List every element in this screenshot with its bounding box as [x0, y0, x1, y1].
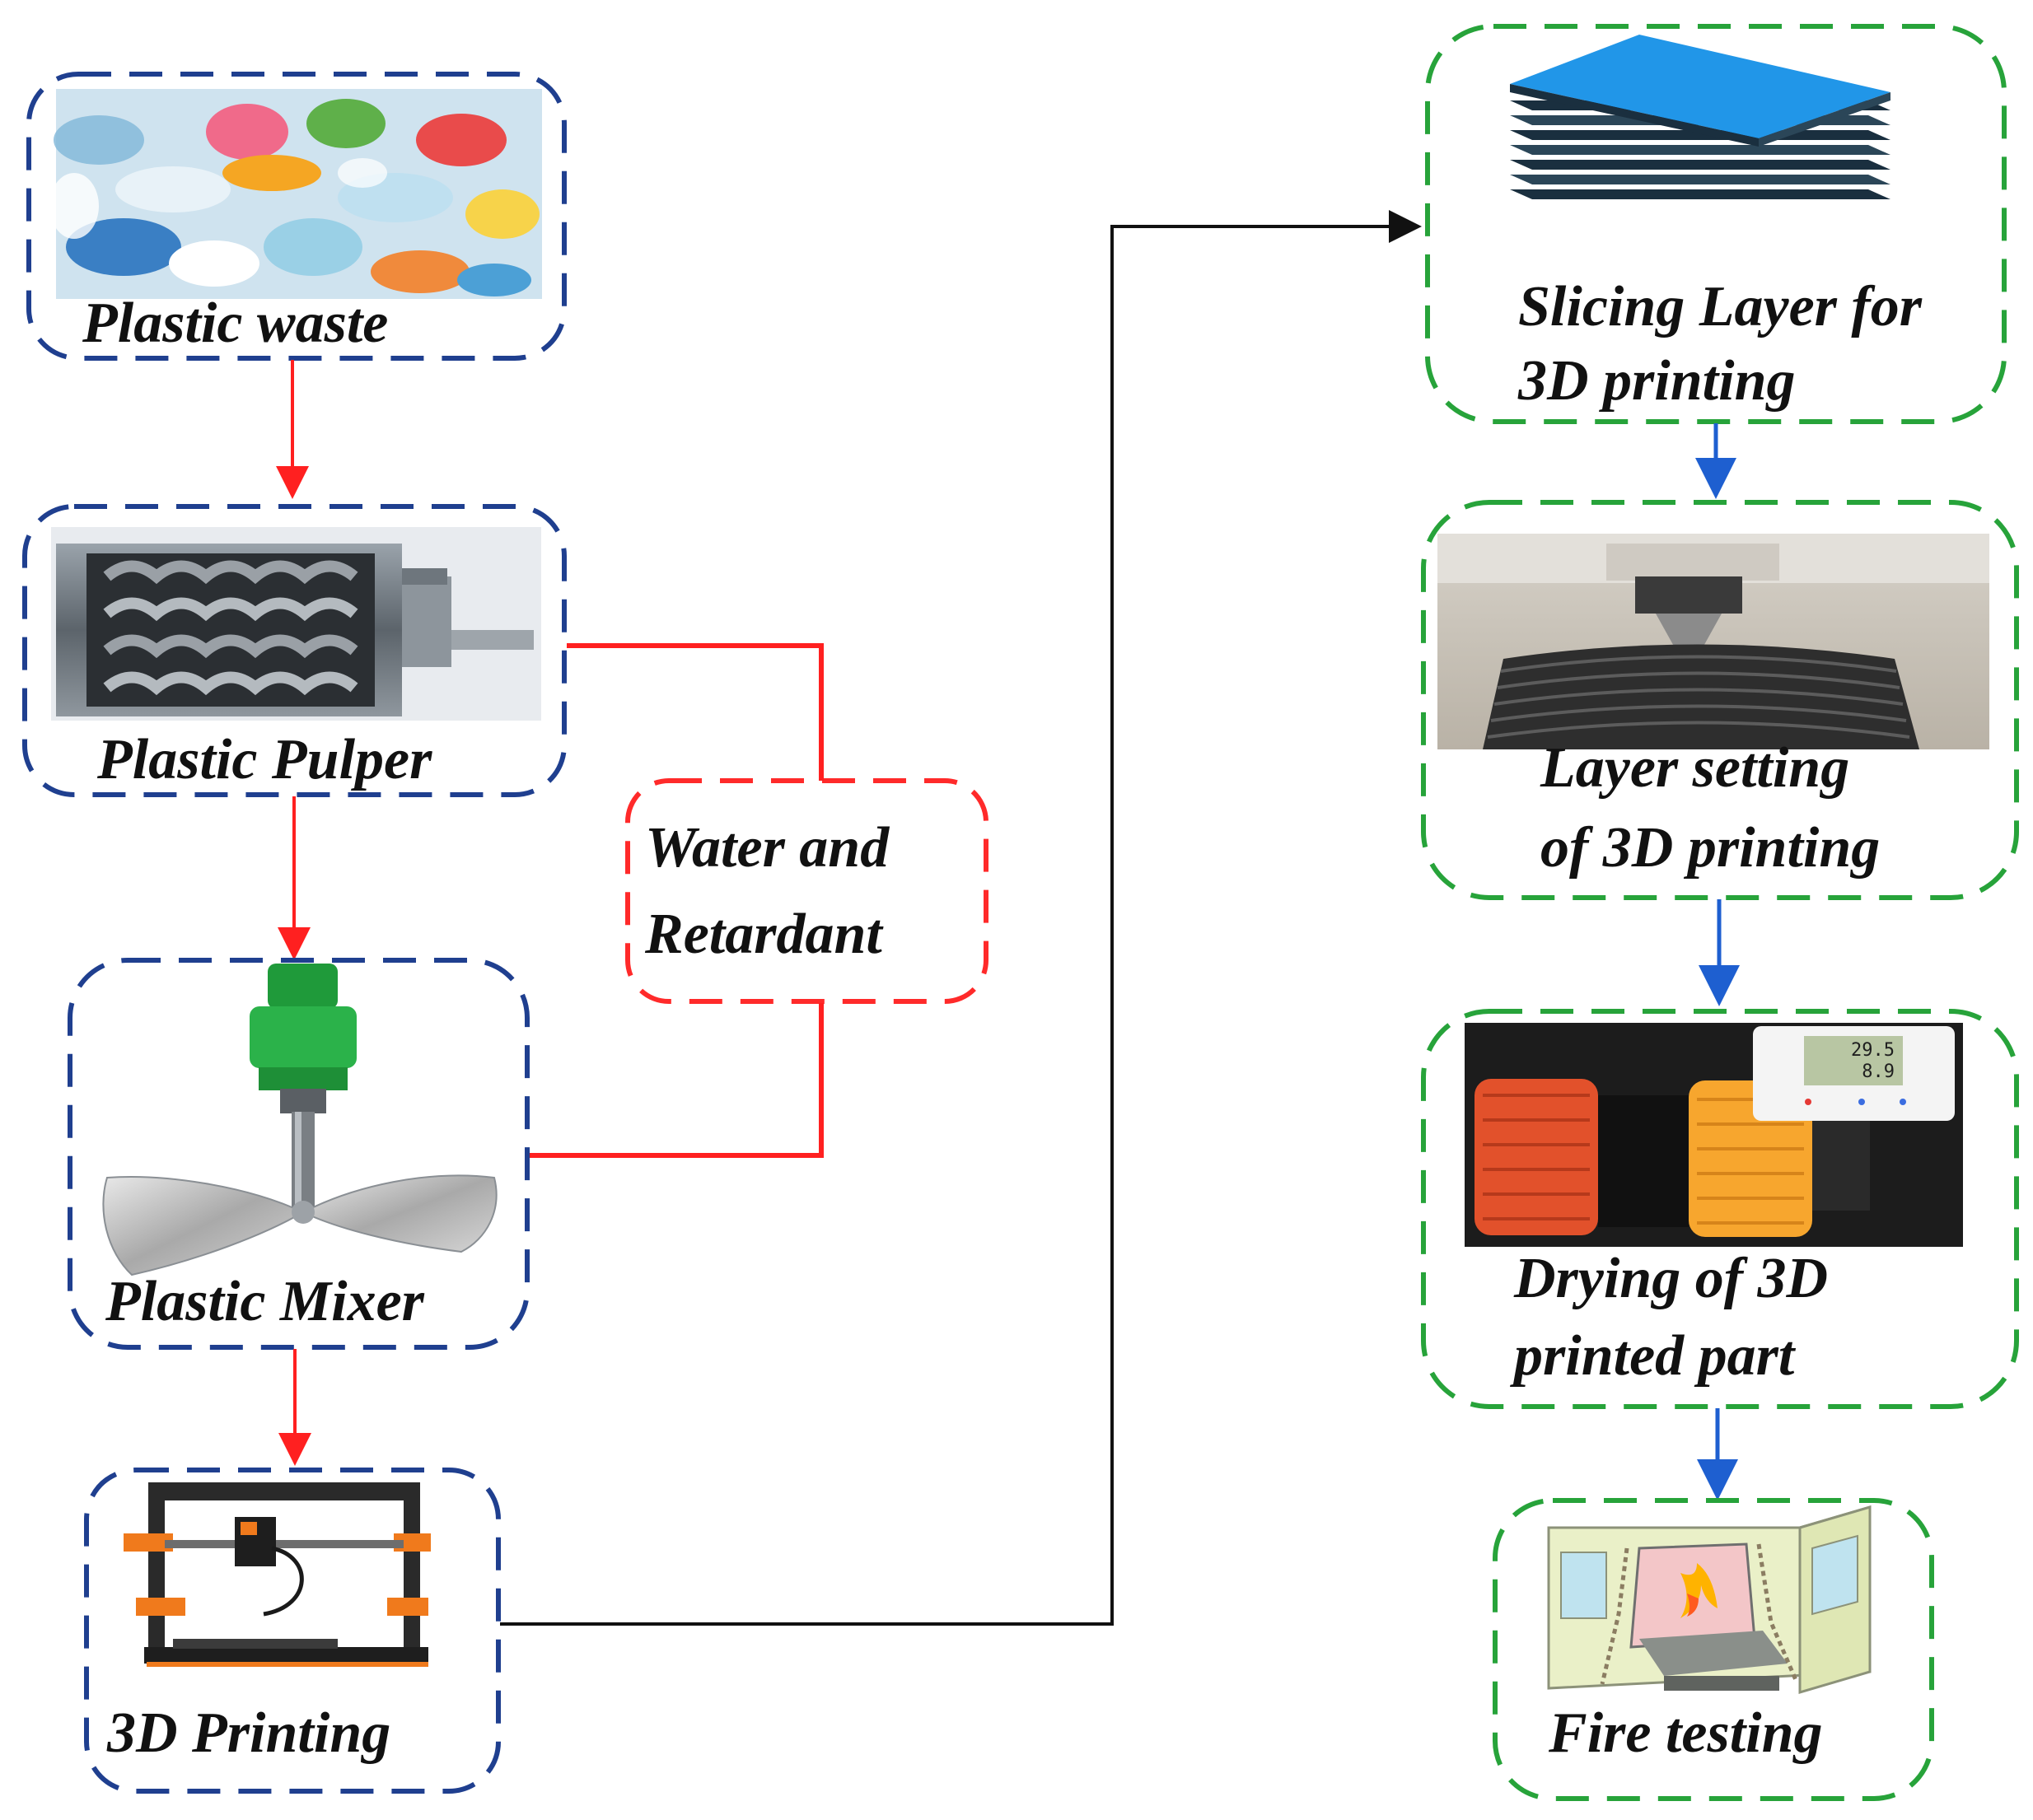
layer-setting-box — [1421, 500, 2019, 900]
plastic-mixer-label: Plastic Mixer — [105, 1270, 424, 1333]
drying-line1: Drying of 3D — [1514, 1247, 1829, 1310]
3d-printing-box — [84, 1468, 501, 1794]
plastic-pulper-box — [22, 504, 567, 797]
plastic-pulper-label: Plastic Pulper — [97, 728, 432, 791]
connector-printing-to-slicing — [500, 210, 1422, 1626]
filament-spools-icon: 29.5 8.9 — [1465, 1023, 1963, 1247]
layer-setting-node — [1421, 500, 2019, 900]
fire-testing-node — [1493, 1498, 1934, 1801]
plastic-waste-label: Plastic waste — [82, 292, 389, 355]
slicing-layer-line2: 3D printing — [1518, 349, 1796, 413]
display-top-readout: 29.5 — [1851, 1040, 1895, 1061]
water-retardant-box — [625, 778, 988, 1004]
fire-testing-box — [1493, 1498, 1934, 1801]
plastic-waste-box — [26, 72, 567, 361]
fire-room-icon — [1547, 1505, 1872, 1695]
layer-stack-icon — [1510, 35, 1890, 199]
drying-line2: printed part — [1514, 1324, 1795, 1388]
fire-testing-label: Fire testing — [1549, 1701, 1823, 1765]
drying-box — [1421, 1009, 2019, 1409]
display-bottom-readout: 8.9 — [1862, 1062, 1895, 1082]
slicing-layer-box — [1425, 24, 2007, 424]
3d-printer-icon — [124, 1482, 431, 1667]
water-retardant-line1: Water and — [645, 816, 890, 880]
plastic-mixer-node — [68, 958, 530, 1350]
mixer-propeller-icon — [102, 964, 498, 1276]
layer-setting-line1: Layer setting — [1540, 736, 1850, 800]
printer-nozzle-photo-icon — [1437, 534, 1989, 749]
water-retardant-line2: Retardant — [645, 903, 882, 966]
plastic-pulper-node — [22, 504, 567, 797]
layer-setting-line2: of 3D printing — [1540, 816, 1881, 880]
3d-printing-node — [84, 1468, 501, 1794]
plastic-mixer-box — [68, 958, 530, 1350]
shredder-blades-photo-icon — [51, 527, 541, 721]
plastic-bottles-photo-icon — [49, 89, 542, 299]
slicing-layer-node — [1425, 24, 2007, 424]
connector-water-to-mixer — [529, 1003, 824, 1158]
drying-node: 29.5 8.9 — [1421, 1009, 2019, 1409]
3d-printing-label: 3D Printing — [107, 1701, 391, 1765]
slicing-layer-line1: Slicing Layer for — [1518, 275, 1922, 338]
plastic-waste-node — [26, 72, 567, 361]
connector-pulper-to-water — [567, 643, 824, 781]
